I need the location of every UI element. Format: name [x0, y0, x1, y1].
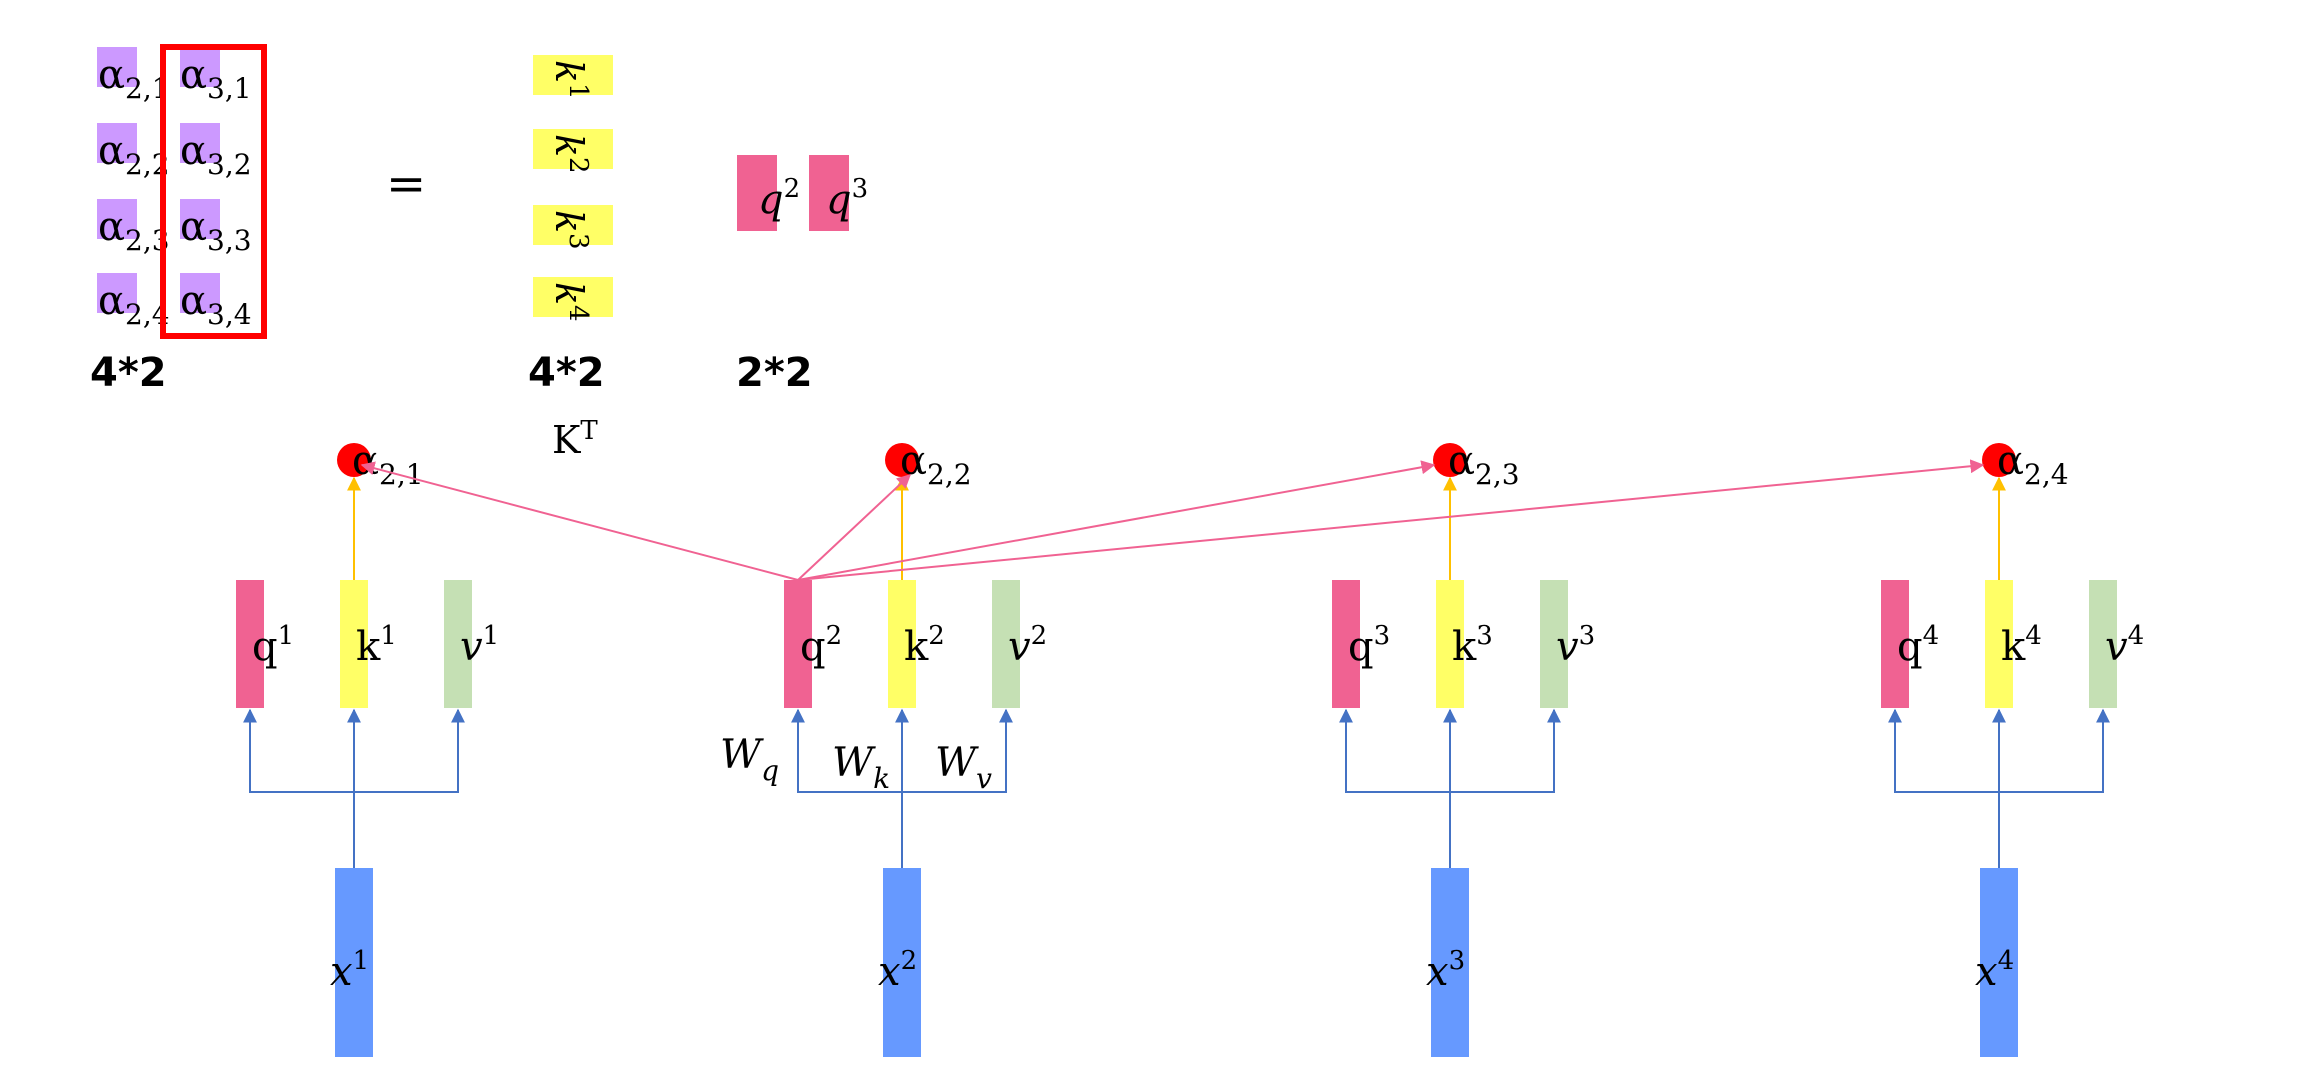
key-row: [533, 129, 613, 169]
token-column: α2,2 q2 k2 v2 x2: [784, 438, 1047, 1057]
input-bar: [335, 868, 373, 1057]
key-label: k1: [356, 621, 397, 670]
alpha-cell: [180, 199, 220, 239]
equals-sign: =: [386, 156, 426, 212]
token-column: α2,1 q1 k1 v1 x1: [236, 438, 499, 1057]
equation: α2,1 α2,2 α2,3 α2,4 α3,1 α3,2 α3,3 α3,4 …: [90, 44, 868, 462]
key-row: [533, 55, 613, 95]
alpha-cell: [180, 123, 220, 163]
score-label: α2,1: [352, 438, 424, 491]
key-row-label: k1: [547, 60, 593, 100]
alpha-cell: [180, 273, 220, 313]
value-label: v2: [1008, 621, 1047, 670]
key-row-label: k4: [547, 282, 593, 322]
alpha-cell-label: α3,3: [180, 204, 252, 257]
key-bar: [340, 580, 368, 708]
query-label: q3: [1348, 621, 1390, 670]
token-columns: α2,1 q1 k1 v1 x1 α2,2 q2 k2 v2 x2 α2,3 q3 k3 v3 x3 α2,4…: [236, 438, 2144, 1057]
score-dot: [1433, 443, 1467, 477]
value-bar: [992, 580, 1020, 708]
query-column-label: q2: [758, 174, 800, 223]
query-label: q2: [800, 621, 842, 670]
weight-labels: Wq Wk Wv: [720, 732, 992, 795]
alpha-cell-label: α3,1: [180, 52, 252, 105]
value-bar: [444, 580, 472, 708]
query-score-arrows: [360, 459, 1985, 581]
score-dot: [1982, 443, 2016, 477]
key-row: [533, 205, 613, 245]
input-label: x2: [878, 946, 917, 995]
highlight-box: [160, 44, 267, 339]
query-label: q4: [1897, 621, 1939, 670]
alpha-cell-label: α2,2: [98, 128, 170, 181]
weight-key-label: Wk: [832, 740, 890, 795]
weight-value-label: Wv: [935, 740, 992, 795]
key-label: k3: [1452, 621, 1493, 670]
query-matrix-dim-label: 2*2: [736, 350, 813, 396]
query-to-score-arrow: [360, 461, 799, 581]
query-matrix: q2 q3 2*2: [736, 155, 868, 396]
token-column: α2,3 q3 k3 v3 x3: [1332, 438, 1595, 1057]
token-column: α2,4 q4 k4 v4 x4: [1881, 438, 2144, 1057]
alpha-cell-label: α3,2: [180, 128, 252, 181]
key-label: k4: [2001, 621, 2042, 670]
value-label: v1: [460, 621, 499, 670]
alpha-matrix: α2,1 α2,2 α2,3 α2,4 α3,1 α3,2 α3,3 α3,4 …: [90, 44, 267, 396]
alpha-cell: [97, 273, 137, 313]
key-label: k2: [904, 621, 945, 670]
value-bar: [2089, 580, 2117, 708]
alpha-cell: [180, 47, 220, 87]
key-bar: [1436, 580, 1464, 708]
alpha-cell: [97, 47, 137, 87]
query-to-score-arrow: [797, 474, 912, 581]
score-label: α2,4: [1997, 438, 2069, 491]
weight-query-label: Wq: [720, 732, 779, 787]
alpha-cell: [97, 199, 137, 239]
key-matrix-name: KT: [552, 416, 598, 462]
query-label: q1: [252, 621, 294, 670]
query-bar: [236, 580, 264, 708]
alpha-cell-label: α3,4: [180, 278, 252, 331]
input-bar: [883, 868, 921, 1057]
input-bar: [1431, 868, 1469, 1057]
query-column-label: q3: [826, 174, 868, 223]
key-row-label: k3: [547, 210, 593, 250]
value-bar: [1540, 580, 1568, 708]
input-bar: [1980, 868, 2018, 1057]
value-label: v4: [2105, 621, 2144, 670]
input-label: x3: [1426, 946, 1465, 995]
query-to-score-arrow: [797, 460, 1436, 581]
key-matrix-dim-label: 4*2: [528, 350, 605, 396]
key-bar: [1985, 580, 2013, 708]
input-label: x1: [330, 946, 369, 995]
score-label: α2,3: [1448, 438, 1520, 491]
alpha-cell: [97, 123, 137, 163]
input-label: x4: [1975, 946, 2014, 995]
query-column: [737, 155, 777, 231]
score-dot: [885, 443, 919, 477]
key-bar: [888, 580, 916, 708]
query-to-score-arrow: [797, 459, 1985, 581]
query-column: [809, 155, 849, 231]
value-label: v3: [1556, 621, 1595, 670]
score-label: α2,2: [900, 438, 972, 491]
key-transpose-matrix: k1 k2 k3 k4 4*2 KT: [528, 55, 613, 462]
query-bar: [1332, 580, 1360, 708]
key-row-label: k2: [547, 134, 593, 174]
alpha-matrix-dim-label: 4*2: [90, 350, 167, 396]
query-bar: [1881, 580, 1909, 708]
query-bar: [784, 580, 812, 708]
key-row: [533, 277, 613, 317]
